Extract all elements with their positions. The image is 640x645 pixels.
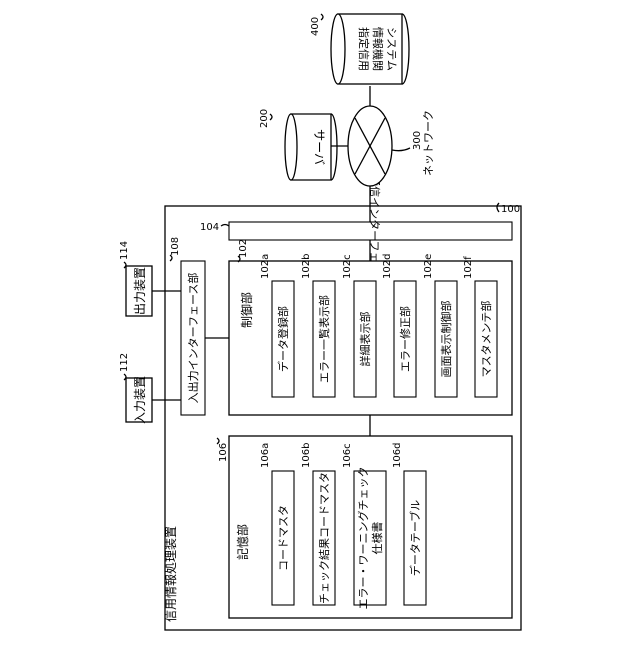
storage-item-ref: 106c — [342, 443, 353, 468]
server-label: サーバ — [312, 129, 326, 165]
control-item-label: エラー一覧表示部 — [317, 295, 331, 383]
output-device-ref: 114 — [119, 241, 130, 260]
server-ref: 200 — [259, 109, 270, 128]
control-item-ref: 102b — [301, 254, 312, 279]
io-interface-label: 入出力インターフェース部 — [186, 273, 200, 404]
storage-item-label: データテーブル — [408, 500, 422, 576]
storage-item-label-line2: 仕様書 — [370, 522, 384, 555]
storage-item-label: チェック結果コードマスタ — [317, 472, 331, 604]
output-device-label: 出力装置 — [133, 267, 147, 315]
control-item-ref: 102e — [423, 254, 434, 279]
input-device-label: 入力装置 — [133, 376, 147, 424]
credit-system-cylinder-end — [331, 14, 345, 84]
credit-system-line2: 情報機関 — [371, 27, 385, 71]
credit-system-ref-leader — [321, 14, 323, 20]
comm-interface-ref: 104 — [200, 222, 219, 233]
server-ref-leader — [270, 114, 272, 120]
device-title: 信用情報処理装置 — [164, 526, 178, 622]
control-item-ref: 102c — [342, 254, 353, 279]
control-item-label: エラー修正部 — [398, 306, 412, 372]
network-ref-leader — [392, 148, 410, 151]
credit-system-cylinder-back — [402, 14, 409, 84]
input-device-ref: 112 — [119, 353, 130, 372]
network-label: ネットワーク — [422, 110, 435, 176]
control-item-ref: 102a — [260, 254, 271, 279]
storage-unit-ref: 106 — [218, 443, 229, 462]
io-interface-ref: 108 — [170, 237, 181, 256]
credit-system-line1: 指定信用 — [357, 27, 371, 71]
control-item-ref: 102d — [382, 254, 393, 279]
credit-system-line3: システム — [385, 27, 398, 71]
control-item-label: 詳細表示部 — [358, 312, 372, 367]
storage-item-label: エラー・ワーニングチェック — [356, 467, 370, 610]
input-device-ref-leader — [124, 374, 126, 380]
control-item-label: 画面表示制御部 — [439, 301, 453, 378]
device-ref: 100 — [501, 204, 520, 215]
storage-item-ref: 106d — [392, 443, 403, 468]
output-device-ref-leader — [124, 262, 126, 268]
control-item-label: マスタメンテ部 — [479, 301, 493, 378]
storage-item-label: コードマスタ — [277, 505, 290, 571]
control-unit-title: 制御部 — [239, 292, 254, 328]
control-unit-ref: 102 — [238, 239, 249, 258]
server-cylinder-back — [331, 114, 337, 180]
credit-system-ref: 400 — [310, 17, 321, 36]
server-label-text: サーバ — [312, 129, 326, 165]
server-cylinder-end — [285, 114, 297, 180]
control-item-ref: 102f — [463, 256, 474, 279]
storage-item-ref: 106b — [301, 443, 312, 468]
storage-unit-title: 記憶部 — [235, 524, 250, 560]
storage-item-ref: 106a — [260, 443, 271, 468]
control-item-label: データ登録部 — [276, 306, 290, 372]
